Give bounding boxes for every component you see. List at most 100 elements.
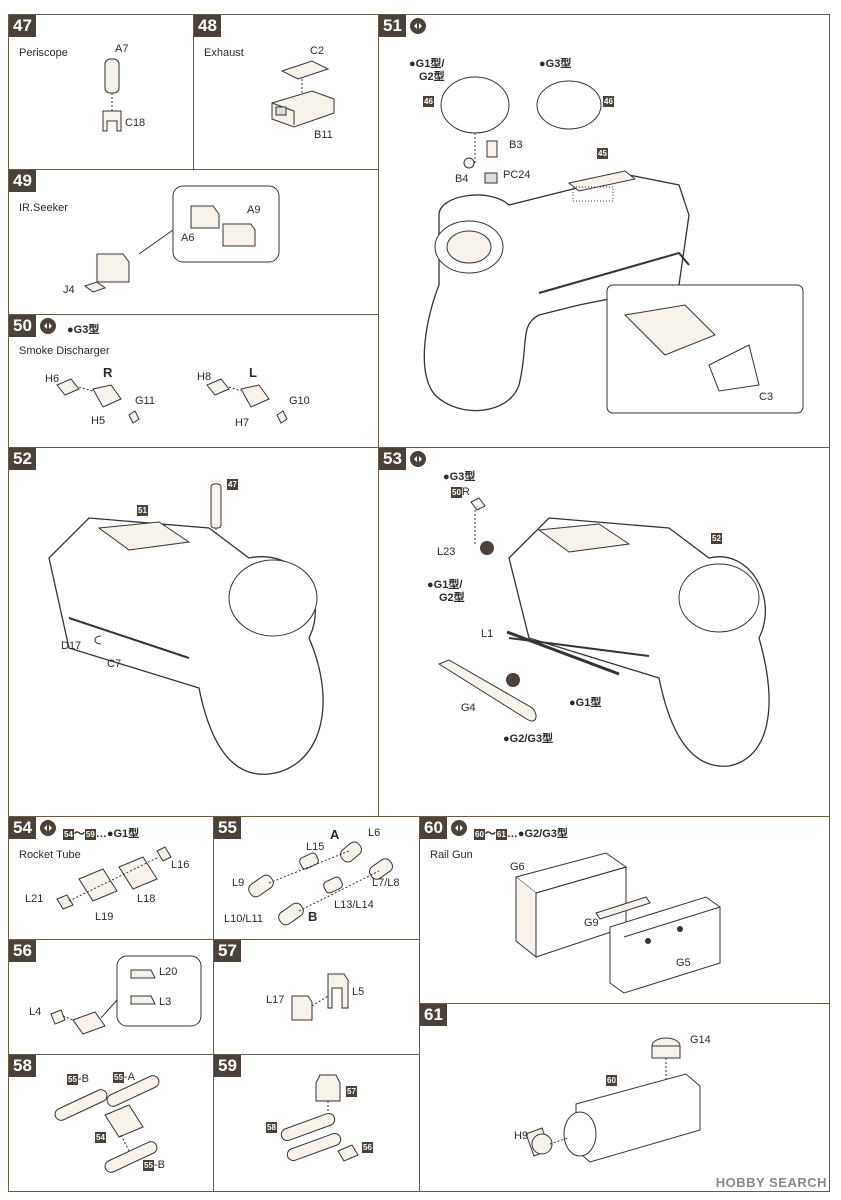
part-label: L15 (306, 841, 325, 853)
step-55-panel: 55 A B L6 L15 L9 L7/L8 L13/L14 L10/L11 (213, 816, 420, 940)
step-50-panel: 50 G3型 Smoke Discharger R L H6 G11 H5 H8… (8, 314, 379, 448)
part-label: G5 (676, 957, 691, 969)
part-label: L20 (159, 966, 178, 978)
step-53-panel: 53 G3型 50R 52 G1型/ G2型 G1型 G2/G3型 L23 L1… (378, 447, 830, 817)
side-label-right: R (103, 365, 113, 380)
part-label: L5 (352, 986, 365, 998)
hull-step-52-illustration (48, 483, 324, 775)
part-label: C2 (310, 45, 325, 57)
step-59-panel: 59 57 58 56 (213, 1054, 420, 1192)
step-title: Periscope (19, 47, 68, 59)
variant-label: G1型 (569, 694, 602, 710)
step-title: IR.Seeker (19, 202, 68, 214)
part-label: A6 (181, 232, 195, 244)
step-number: 59 (214, 1055, 241, 1077)
variant-label: G2型 (439, 592, 465, 604)
exhaust-illustration (271, 60, 335, 128)
rotate-icon (410, 451, 426, 467)
variant-label: G3型 (67, 321, 100, 337)
rotate-icon (410, 18, 426, 34)
step-number: 48 (194, 15, 221, 37)
ref-badge: 46 (603, 96, 614, 107)
ref-badge: 51 (137, 505, 148, 516)
part-label: C18 (125, 117, 146, 129)
ref-badge: 55-B (143, 1159, 165, 1171)
step-number: 50 (9, 315, 36, 337)
ref-badge: 47 (227, 479, 238, 490)
step-51-panel: 51 G1型/ G2型 G3型 46 46 45 B3 B4 PC24 C3 (378, 14, 830, 448)
step-60-panel: 60 60～61…G2/G3型 Rail Gun G6 G9 G5 (419, 816, 830, 1004)
part-label: L21 (25, 893, 44, 905)
variant-label: G3型 (539, 55, 572, 71)
part-label: L23 (437, 546, 456, 558)
step-title: Rocket Tube (19, 849, 81, 861)
ref-badge: 54 (95, 1132, 106, 1143)
part-label: A7 (115, 43, 129, 55)
step-number: 52 (9, 448, 36, 470)
step-title: Smoke Discharger (19, 345, 110, 357)
ir-seeker-illustration (83, 185, 280, 293)
step-number: 49 (9, 170, 36, 192)
step-48-panel: 48 Exhaust C2 B11 (193, 14, 379, 170)
ref-badge: 46 (423, 96, 434, 107)
rotate-icon (40, 820, 56, 836)
periscope-illustration (102, 58, 122, 132)
step-number: 61 (420, 1004, 447, 1026)
rotate-icon (40, 318, 56, 334)
step-number: 58 (9, 1055, 36, 1077)
part-label: H7 (235, 417, 250, 429)
watermark: HOBBY SEARCH (715, 1175, 827, 1190)
part-label: G10 (289, 395, 310, 407)
ref-badge: 52 (711, 533, 722, 544)
part-label: G6 (510, 861, 525, 873)
step-number: 53 (379, 448, 406, 470)
part-label: B4 (455, 173, 469, 185)
part-label: L6 (368, 827, 381, 839)
part-label: L3 (159, 996, 172, 1008)
step-number: 47 (9, 15, 36, 37)
tube-assembly-illustration (248, 841, 393, 926)
part-label: H5 (91, 415, 106, 427)
part-label: L13/L14 (334, 899, 374, 911)
part-label: L19 (95, 911, 114, 923)
part-label: L17 (266, 994, 285, 1006)
variant-label: G2型 (419, 71, 445, 83)
ref-badge: 57 (346, 1086, 357, 1097)
ref-badge: 55-A (113, 1071, 135, 1083)
part-label: L1 (481, 628, 494, 640)
rail-gun-mount-illustration (525, 1037, 701, 1163)
ref-badge: 50R (451, 486, 470, 498)
part-label: L10/L11 (224, 913, 263, 925)
step-54-panel: 54 54～59…G1型 Rocket Tube L16 L21 L18 L19 (8, 816, 214, 940)
part-label: C7 (107, 658, 122, 670)
variant-label: G3型 (443, 468, 476, 484)
ref-badge: 58 (266, 1122, 277, 1133)
pod-mount-illustration (280, 1074, 359, 1162)
part-label: B11 (314, 129, 333, 141)
step-number: 56 (9, 940, 36, 962)
variant-label: G1型/ (427, 576, 463, 592)
rocket-tube-illustration (56, 846, 172, 910)
part-label: G4 (461, 702, 476, 714)
step-range-label: 54～59…G1型 (63, 825, 139, 841)
launcher-mount-illustration (50, 955, 202, 1035)
variant-label: G2/G3型 (503, 730, 553, 746)
step-56-panel: 56 L20 L4 L3 (8, 939, 214, 1055)
bracket-illustration (291, 973, 349, 1021)
part-label: L16 (171, 859, 190, 871)
part-label: A9 (247, 204, 261, 216)
ref-badge: 55-B (67, 1073, 89, 1085)
ref-badge: 56 (362, 1142, 373, 1153)
part-label: G14 (690, 1034, 711, 1046)
part-label: PC24 (503, 169, 531, 181)
smoke-discharger-illustration (56, 378, 288, 424)
ref-badge: 45 (597, 148, 608, 159)
rocket-pod-illustration (54, 1075, 160, 1173)
step-61-panel: 61 60 G14 H9 (419, 1003, 830, 1192)
part-label: J4 (63, 284, 75, 296)
part-label: B3 (509, 139, 523, 151)
part-label: G9 (584, 917, 599, 929)
part-label: D17 (61, 640, 82, 652)
step-57-panel: 57 L5 L17 (213, 939, 420, 1055)
step-52-panel: 52 51 47 D17 C7 (8, 447, 379, 817)
